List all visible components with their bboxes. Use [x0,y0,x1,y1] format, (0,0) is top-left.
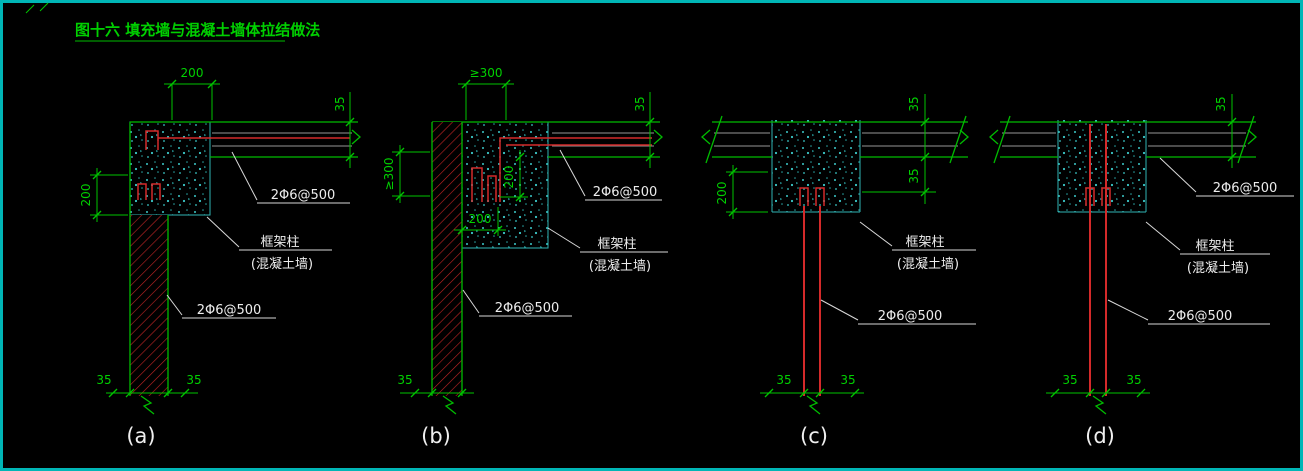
annotation-frame-column-c: 框架柱 [905,235,944,250]
detail-label-d: (d) [1085,424,1115,448]
annotation-frame-column-sub-d: (混凝土墙) [1187,260,1249,276]
slab-end-arrow-left-c [701,129,711,145]
dim-slab-thickness-d: 35 [1214,96,1228,111]
dim-left-height-b: ≥300 [382,158,396,191]
annotation-frame-column-b: 框架柱 [597,237,636,252]
dimensions-d: 35 35 35 [1046,94,1237,398]
annotation-frame-column-d: 框架柱 [1195,239,1234,254]
dim-bottom-left-a: 35 [96,373,111,387]
slab-d [989,115,1257,164]
dim-slab-lower-c: 35 [907,168,921,183]
dimensions-a: 200 35 200 35 35 [79,66,355,398]
annotation-slab-rebar-a: 2Φ6@500 [271,188,336,203]
annotation-slab-rebar-d: 2Φ6@500 [1213,181,1278,196]
dimensions-b: ≥300 ≥300 200 200 35 35 [382,66,655,398]
annotation-frame-column-a: 框架柱 [260,235,299,250]
slab-end-arrow-a [351,129,361,145]
annotation-frame-column-sub-b: (混凝土墙) [589,258,651,274]
leaders-a: 2Φ6@500 框架柱 (混凝土墙) 2Φ6@500 [166,151,350,319]
slab-break-slash-left-c [705,115,723,164]
annotation-wall-rebar-b: 2Φ6@500 [495,301,560,316]
dim-left-height-a: 200 [79,184,93,207]
annotation-wall-rebar-c: 2Φ6@500 [878,309,943,324]
slab-break-slash-right-d [1237,115,1255,164]
annotation-wall-rebar-d: 2Φ6@500 [1168,309,1233,324]
break-symbol-d [1092,395,1107,415]
dimensions-c: 35 35 200 35 35 [715,94,936,398]
dim-slab-thickness-c: 35 [907,96,921,111]
slab-break-slash-left-d [993,115,1011,164]
annotation-frame-column-sub-c: (混凝土墙) [897,256,959,272]
detail-c: 35 35 200 35 35 框架柱 (混凝土墙) 2Φ6@500 (c) [701,94,976,448]
dim-bottom-left-c: 35 [776,373,791,387]
dim-left-height-c: 200 [715,182,729,205]
tie-rebar-c [799,187,825,396]
dim-inner-height-b: 200 [502,166,516,189]
slab-end-arrow-b [653,129,663,145]
dim-bottom-right-a: 35 [186,373,201,387]
slab-end-arrow-left-d [989,129,999,145]
annotation-slab-rebar-b: 2Φ6@500 [593,185,658,200]
concrete-column-a [129,121,211,216]
detail-label-c: (c) [800,424,828,448]
break-symbol-b [442,395,457,415]
break-symbol-a [140,395,155,415]
leaders-d: 2Φ6@500 框架柱 (混凝土墙) 2Φ6@500 [1107,157,1294,325]
dim-bottom-left-d: 35 [1062,373,1077,387]
annotation-wall-rebar-a: 2Φ6@500 [197,303,262,318]
dim-bottom-right-d: 35 [1126,373,1141,387]
slab-break-slash-right-c [949,115,967,164]
leaders-b: 2Φ6@500 框架柱 (混凝土墙) 2Φ6@500 [462,149,668,317]
break-symbol-c [806,395,821,415]
infill-wall-a [129,122,169,415]
infill-wall-b [431,122,463,415]
figure-title-text: 图十六 填充墙与混凝土墙体拉结做法 [75,21,320,39]
corner-marks [25,2,49,14]
detail-d: 35 35 35 2Φ6@500 框架柱 (混凝土墙) 2Φ6@500 (d) [989,94,1294,448]
slab-c [701,115,969,164]
dim-slab-thickness-a: 35 [333,96,347,111]
annotation-frame-column-sub-a: (混凝土墙) [251,256,313,272]
detail-label-b: (b) [421,424,451,448]
detail-b: ≥300 ≥300 200 200 35 35 [382,66,668,448]
dim-inner-width-b: 200 [469,212,492,226]
slab-end-arrow-right-c [959,129,969,145]
concrete-column-b [461,121,549,249]
dim-bottom-right-c: 35 [840,373,855,387]
tie-rebar-a [137,130,350,200]
dim-top-width-b: ≥300 [470,66,503,80]
leaders-c: 框架柱 (混凝土墙) 2Φ6@500 [820,221,976,325]
dim-slab-thickness-b: 35 [633,96,647,111]
detail-label-a: (a) [126,424,155,448]
slab-b [432,121,663,158]
tie-rebar-d [1085,124,1111,396]
slab-end-arrow-right-d [1247,129,1257,145]
detail-a: 200 35 200 35 35 2Φ6@500 框架柱 [79,66,361,448]
dim-top-width-a: 200 [181,66,204,80]
figure-title: 图十六 填充墙与混凝土墙体拉结做法 [75,21,320,42]
tie-rebar-b [471,137,652,202]
dim-bottom-left-b: 35 [397,373,412,387]
